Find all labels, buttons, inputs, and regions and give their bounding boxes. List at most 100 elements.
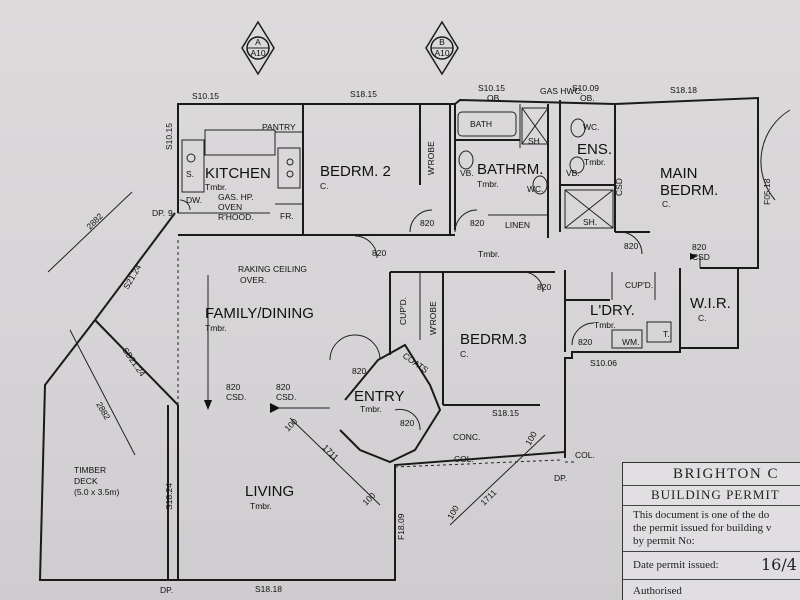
- permit-date-label: Date permit issued:: [633, 559, 719, 571]
- appliance-label-3: R'HOOD.: [218, 212, 254, 222]
- dim-820-bed3: 820: [537, 282, 551, 292]
- bath-fixture: [457, 111, 517, 137]
- dim-100-b: 100: [360, 490, 377, 507]
- permit-title: BUILDING PERMIT: [651, 487, 780, 502]
- dim-9: 9: [168, 208, 173, 218]
- family-dining-label: FAMILY/DINING: [205, 305, 314, 322]
- laundry-label: L'DRY.: [590, 302, 635, 319]
- permit-council: BRIGHTON C: [673, 466, 779, 482]
- bedroom2-label: BEDRM. 2: [320, 163, 391, 180]
- interior-walls: [178, 100, 738, 464]
- dim-s10-15-left: S10.15: [164, 123, 174, 150]
- kitchen-label: KITCHEN: [205, 165, 271, 182]
- bedroom3-floor: C.: [460, 349, 469, 359]
- dim-s18-15-top: S18.15: [350, 89, 377, 99]
- dim-1711-living: 1711: [321, 442, 341, 462]
- marker-b-letter: B: [439, 37, 445, 47]
- sink-label: S.: [186, 169, 194, 179]
- hall-floor: Tmbr.: [478, 249, 500, 259]
- dimension-lines: [47, 191, 546, 526]
- dim-820-entry: 820: [400, 418, 414, 428]
- permit-line-3: by permit No:: [633, 535, 695, 547]
- deck-note-1: TIMBER: [74, 465, 106, 475]
- dim-100-a: 100: [282, 416, 299, 433]
- dim-csd-wir: CSD: [692, 252, 710, 262]
- dim-820-bed2: 820: [420, 218, 434, 228]
- raking-ceiling-note-1: RAKING CEILING: [238, 264, 307, 274]
- family-dining-floor: Tmbr.: [205, 323, 227, 333]
- dim-s18-24: S18.24: [164, 483, 174, 510]
- dim-f18-09: F18.09: [396, 513, 406, 540]
- dim-sd21-24: SD21.24: [120, 345, 147, 378]
- marker-a-letter: A: [255, 37, 261, 47]
- laundry-cupboard-label: CUP'D.: [625, 280, 653, 290]
- wc-label-ensuite: WC.: [583, 122, 600, 132]
- main-bedroom-floor: C.: [662, 199, 671, 209]
- ensuite-shower: [564, 189, 614, 229]
- dim-s10-09: S10.09: [572, 83, 599, 93]
- cupboard-label: CUP'D.: [398, 297, 408, 325]
- dim-ob-ensuite: OB.: [580, 93, 595, 103]
- linen-label: LINEN: [505, 220, 530, 230]
- appliance-label-1: GAS. HP.: [218, 192, 254, 202]
- wir-floor: C.: [698, 313, 707, 323]
- tub-label: T.: [663, 329, 670, 339]
- washing-machine-label: WM.: [622, 337, 639, 347]
- dim-820-family: 820: [226, 382, 240, 392]
- dim-csd-family: CSD.: [226, 392, 246, 402]
- shower-label: SH: [528, 136, 540, 146]
- marker-b-sheet: A10: [434, 48, 449, 58]
- wrobe2-label: W'ROBE: [428, 301, 438, 335]
- appliance-label-2: OVEN: [218, 202, 242, 212]
- dim-ob-bath: OB.: [487, 93, 502, 103]
- coats-label: COATS: [401, 350, 430, 375]
- entry-label: ENTRY: [354, 388, 405, 405]
- building-permit-stamp: BRIGHTON C BUILDING PERMIT This document…: [622, 462, 800, 600]
- ensuite-csd-label: CSD: [614, 178, 624, 196]
- dim-s18-15-bed3: S18.15: [492, 408, 519, 418]
- ensuite-floor: Tmbr.: [584, 157, 606, 167]
- deck-note-2: DECK: [74, 476, 98, 486]
- wc-fixture: [570, 118, 586, 138]
- raking-ceiling-note-2: OVER.: [240, 275, 266, 285]
- vb-label-bath: VB.: [460, 168, 474, 178]
- laundry-tub: [646, 321, 672, 343]
- dim-col-1: COL.: [454, 454, 474, 464]
- dim-s10-06: S10.06: [590, 358, 617, 368]
- pantry-label: PANTRY: [262, 122, 296, 132]
- wc-fixture: [532, 175, 548, 195]
- dim-820-main: 820: [624, 241, 638, 251]
- dim-s10-15-bath: S10.15: [478, 83, 505, 93]
- dim-820-front: 820: [352, 366, 366, 376]
- dim-dp-bottom: DP.: [160, 585, 173, 595]
- basin-fixture: [569, 156, 585, 174]
- door-swings: [179, 199, 643, 431]
- adjacent-drawing-fragment: [760, 109, 791, 201]
- dim-1711-front: 1711: [478, 487, 498, 507]
- dim-s18-18-top: S18.18: [670, 85, 697, 95]
- deck-note-3: (5.0 x 3.5m): [74, 487, 120, 497]
- dim-820-bath: 820: [470, 218, 484, 228]
- ensuite-shower-label: SH.: [583, 217, 597, 227]
- bath-label: BATH: [470, 119, 492, 129]
- permit-line-2: the permit issued for building v: [633, 522, 772, 534]
- dishwasher-label: DW.: [186, 195, 202, 205]
- basin-fixture: [458, 150, 474, 170]
- vb-label-ensuite: VB.: [566, 168, 580, 178]
- marker-a-sheet: A10: [250, 48, 265, 58]
- kitchen-floor: Tmbr.: [205, 182, 227, 192]
- dim-s18-18-bottom: S18.18: [255, 584, 282, 594]
- living-label: LIVING: [245, 483, 294, 500]
- gas-hwc-label: GAS HWC.: [540, 86, 583, 96]
- concrete-label: CONC.: [453, 432, 480, 442]
- dim-100-d: 100: [523, 429, 539, 447]
- dim-f05-18: F05.18: [762, 178, 772, 205]
- permit-line-1: This document is one of the do: [633, 509, 770, 521]
- bathroom-label: BATHRM.: [477, 161, 543, 178]
- dim-820-laundry: 820: [578, 337, 592, 347]
- dim-2882-lower: 2882: [94, 400, 112, 422]
- permit-date-value: 16/4: [761, 555, 797, 574]
- dim-820-hall: 820: [372, 248, 386, 258]
